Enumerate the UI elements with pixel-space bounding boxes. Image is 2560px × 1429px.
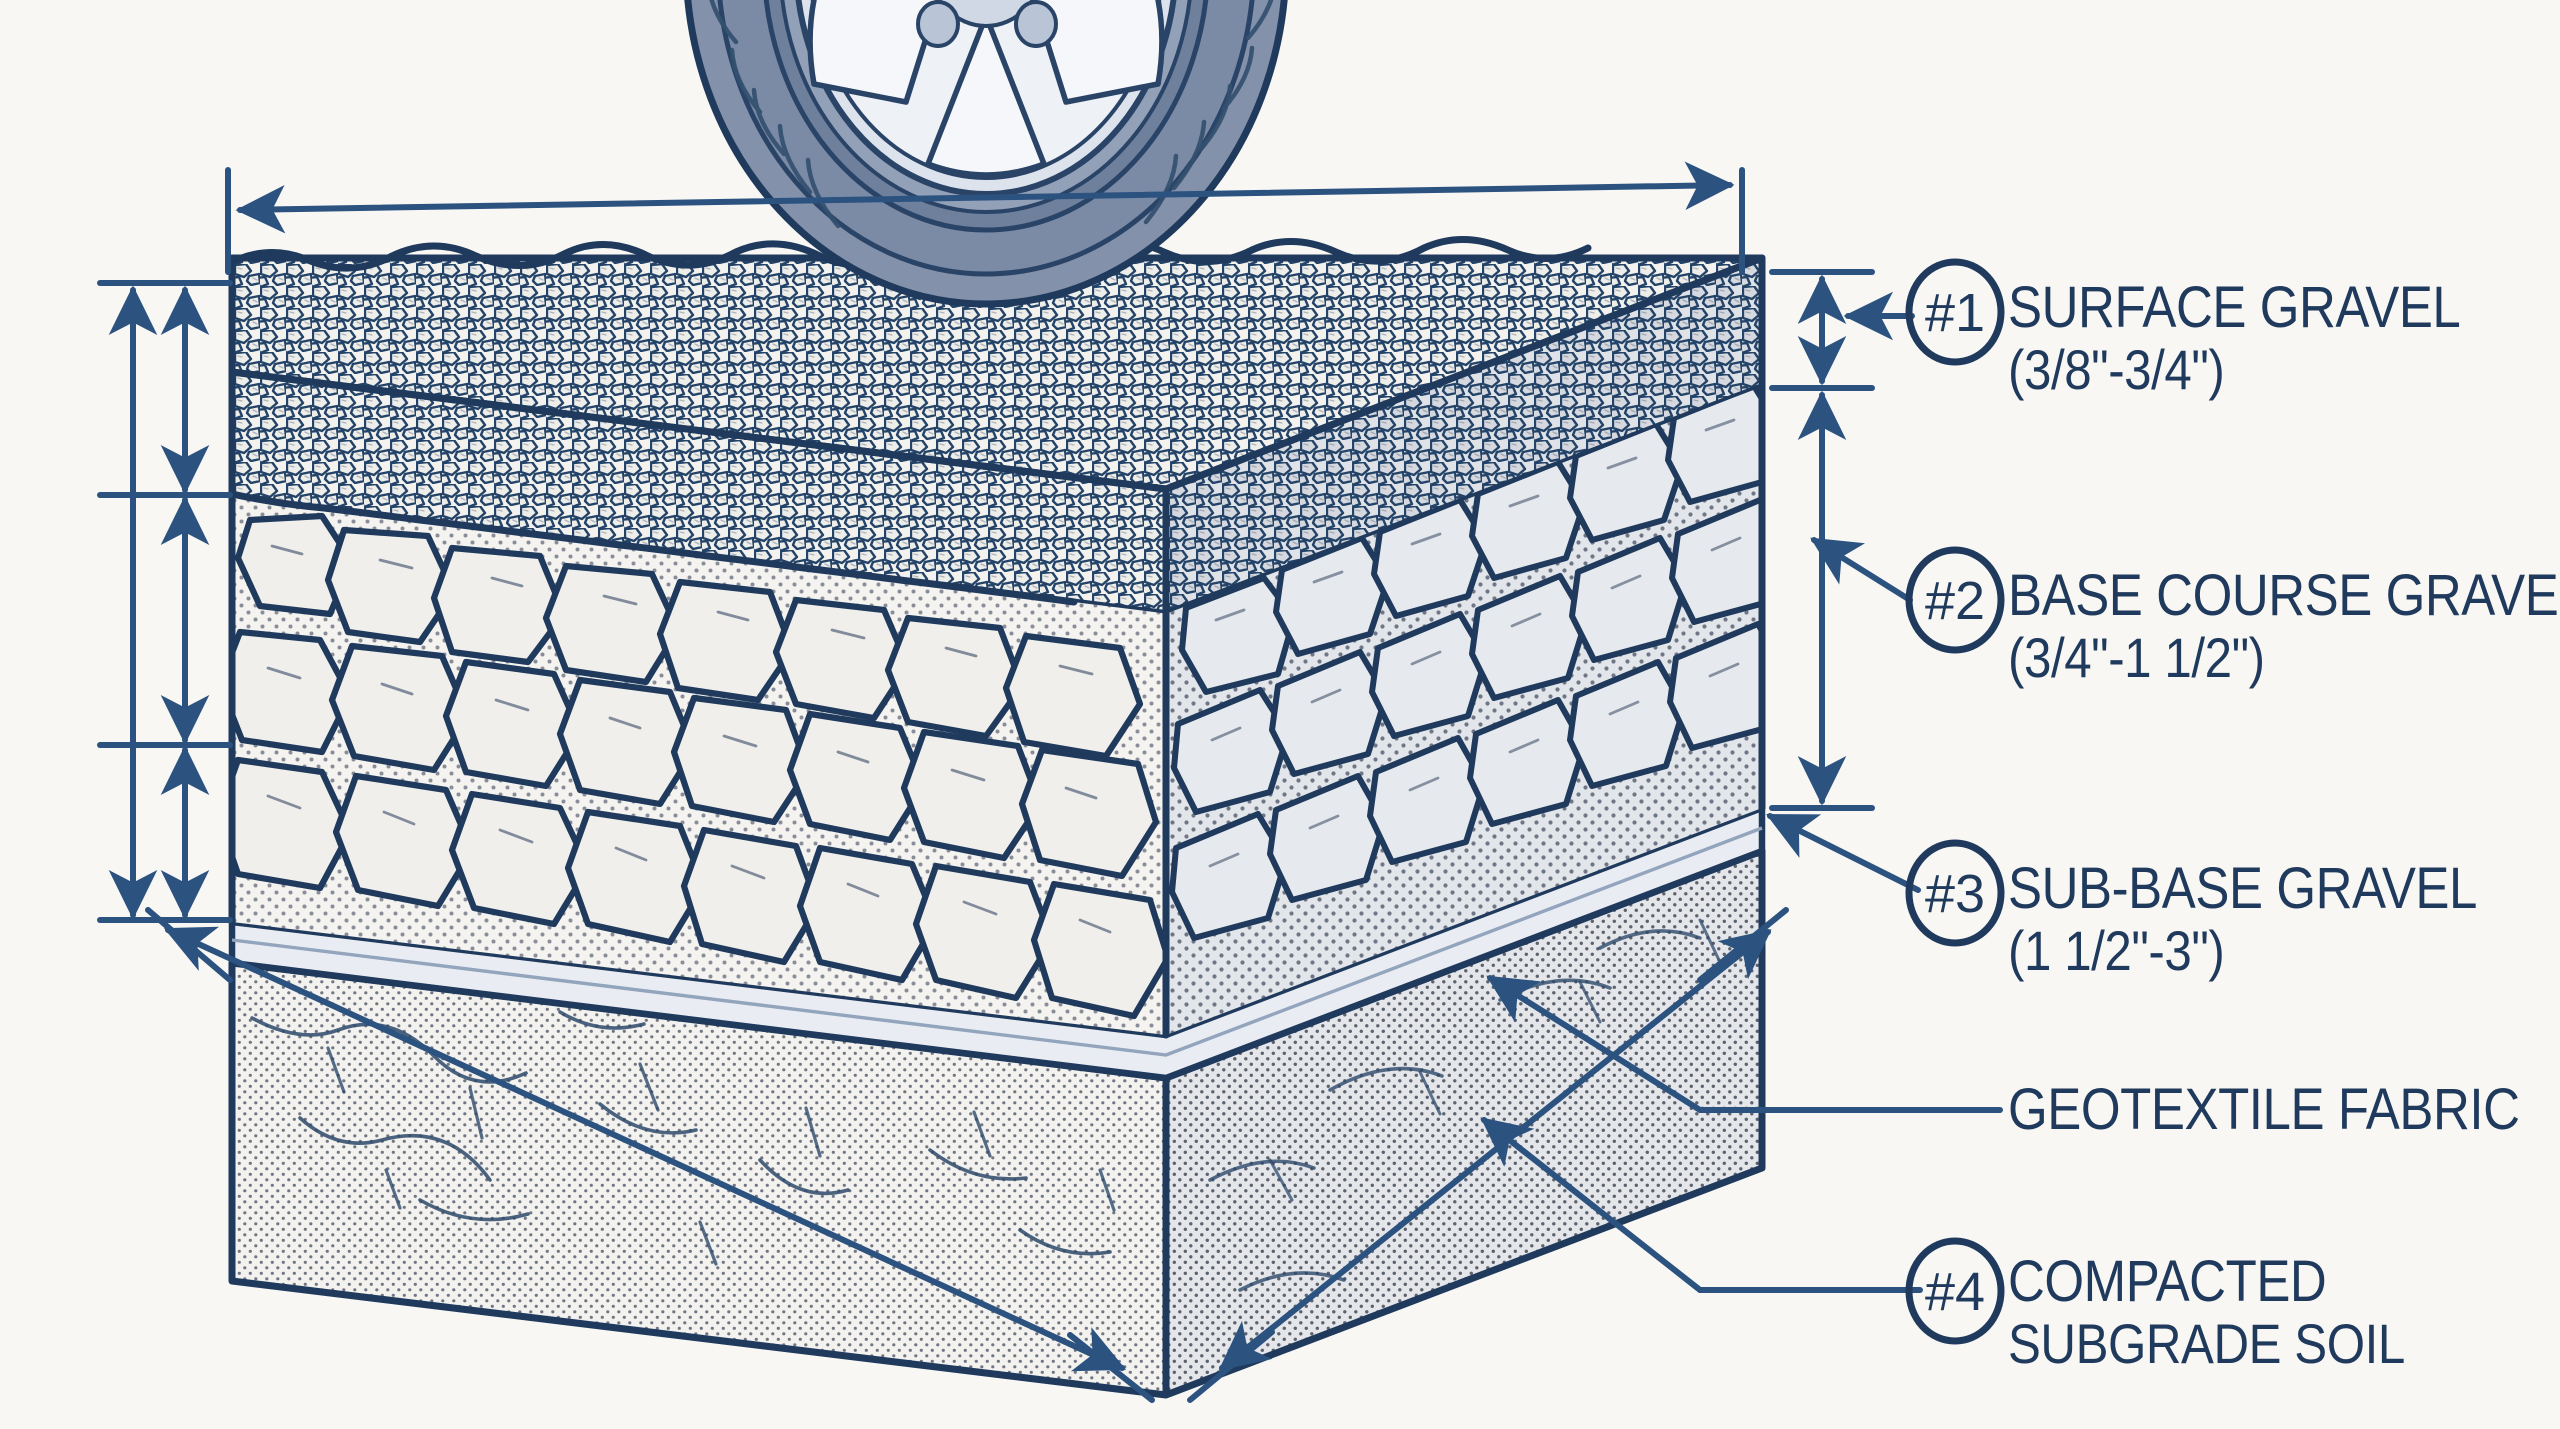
badge-4[interactable]: #4 xyxy=(1905,1237,2005,1345)
callout-geotextile-line1: GEOTEXTILE FABRIC xyxy=(2008,1077,2520,1142)
callout-surface-gravel: SURFACE GRAVEL (3/8"-3/4") xyxy=(2008,278,2522,398)
badge-1-label: #1 xyxy=(1925,283,1985,343)
callout-compacted-subgrade-soil: COMPACTED SUBGRADE SOIL xyxy=(2008,1252,2459,1372)
callout-3-line2: (1 1/2"-3") xyxy=(2008,919,2225,983)
callout-base-course-gravel: BASE COURSE GRAVEL (3/4"-1 1/2") xyxy=(2008,566,2560,686)
leader-geotextile xyxy=(1486,975,2003,1113)
tire-tread xyxy=(709,0,1274,229)
badge-3-label: #3 xyxy=(1925,864,1985,924)
badge-3[interactable]: #3 xyxy=(1905,839,2005,947)
callout-badges: #1 #2 #3 #4 xyxy=(1905,258,2005,1345)
callout-1-line2: (3/8"-3/4") xyxy=(2008,338,2225,402)
callout-1-line1: SURFACE GRAVEL xyxy=(2008,275,2461,340)
callout-leader-lines xyxy=(1480,291,2003,1293)
right-dimension-lines xyxy=(1769,269,1875,811)
layer-surface-gravel xyxy=(228,236,1766,614)
leader-3 xyxy=(1765,813,1921,893)
leader-2 xyxy=(1810,537,1913,603)
callout-4-line1: COMPACTED xyxy=(2008,1249,2327,1314)
badge-1[interactable]: #1 xyxy=(1905,258,2005,366)
callout-4-line2: SUBGRADE SOIL xyxy=(2008,1312,2405,1376)
callout-geotextile-fabric: GEOTEXTILE FABRIC xyxy=(2008,1080,2560,1139)
leader-4 xyxy=(1480,1117,1923,1293)
left-dimension-lines xyxy=(97,280,233,923)
callout-2-line1: BASE COURSE GRAVEL xyxy=(2008,563,2560,628)
badge-4-label: #4 xyxy=(1925,1262,1985,1322)
layer-base-and-subbase-gravel xyxy=(228,379,1766,1039)
badge-2-label: #2 xyxy=(1925,571,1985,631)
top-width-dimension xyxy=(225,161,1745,275)
badge-2[interactable]: #2 xyxy=(1905,546,2005,654)
callout-2-line2: (3/4"-1 1/2") xyxy=(2008,626,2265,690)
callout-3-line1: SUB-BASE GRAVEL xyxy=(2008,856,2477,921)
callout-sub-base-gravel: SUB-BASE GRAVEL (1 1/2"-3") xyxy=(2008,859,2541,979)
